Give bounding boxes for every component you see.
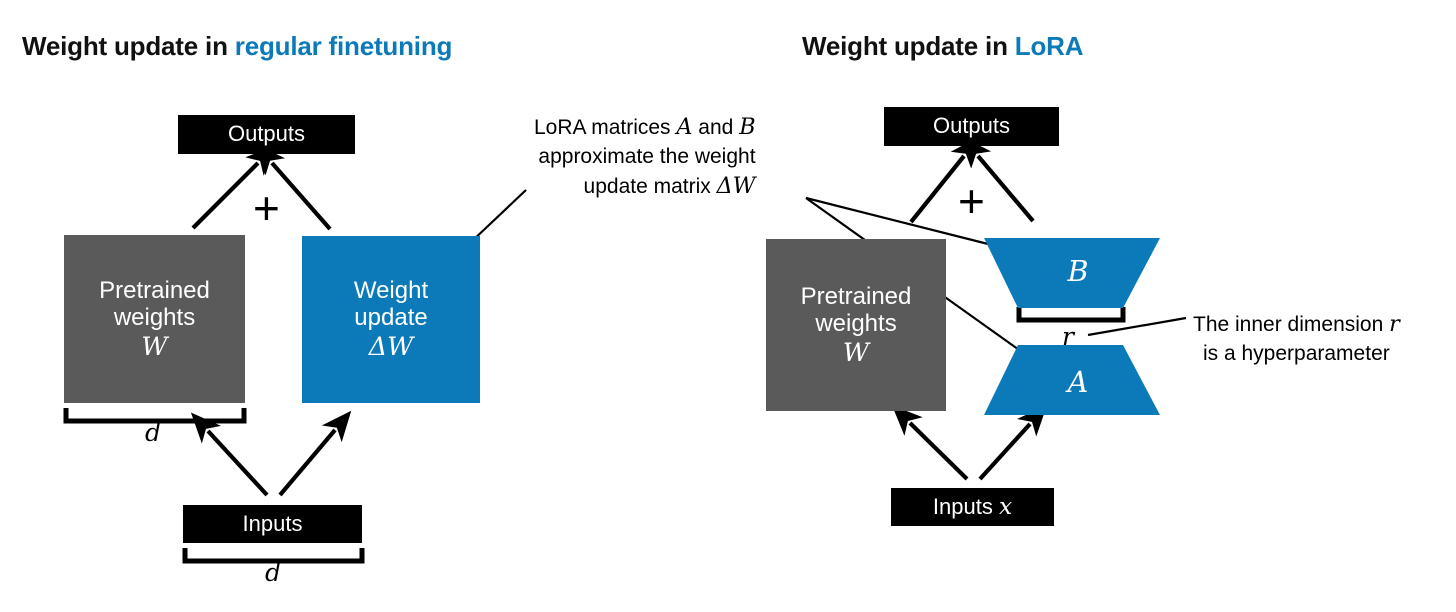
outputs-label-left: Outputs [227, 121, 306, 147]
pretrained-line1-right: Pretrained [800, 282, 912, 310]
inputs-label-left: Inputs [242, 510, 303, 536]
leader-line-rank-note-to-bracket [1087, 316, 1187, 337]
plus-operator-left: + [253, 182, 280, 234]
lora-matrix-b-trapezoid: B [984, 238, 1160, 308]
lora-note-line-1: LoRA matrices A and B [534, 114, 756, 140]
dimension-label-d-weights: d [145, 418, 162, 447]
weight-update-line1: Weight [353, 277, 429, 305]
matrix-a-symbol-inline: A [676, 114, 693, 140]
weight-update-symbol: ΔW [368, 331, 414, 362]
dimension-label-r: r [1062, 322, 1074, 351]
rank-note-annotation: The inner dimension r is a hyperparamete… [1193, 309, 1400, 368]
lora-note-line-2: approximate the weight [538, 144, 756, 168]
left-panel-title: Weight update in regular finetuning [22, 31, 452, 62]
arrow-inputs-to-weightupdate-left [278, 410, 352, 497]
pretrained-line1-left: Pretrained [99, 276, 210, 304]
pretrained-weights-box-right: Pretrained weights W [766, 239, 946, 411]
arrow-matrixb-to-outputs-right [961, 136, 1035, 223]
trapezoid-a-shape [984, 345, 1160, 415]
rank-note-line-1: The inner dimension r [1193, 311, 1400, 337]
pretrained-symbol-right: W [842, 336, 870, 367]
rank-note-line-2: is a hyperparameter [1202, 341, 1390, 365]
bracket-r [1016, 307, 1126, 323]
right-title-accent: LoRA [1014, 31, 1084, 61]
weight-update-line2: update [354, 304, 428, 332]
arrow-weightupdate-to-outputs-left [255, 144, 332, 231]
pretrained-line2-right: weights [815, 309, 897, 337]
matrix-b-symbol-inline: B [739, 114, 756, 140]
right-panel-title: Weight update in LoRA [802, 31, 1084, 62]
left-title-prefix: Weight update in [22, 31, 235, 61]
outputs-label-right: Outputs [932, 113, 1011, 139]
pretrained-symbol-left: W [141, 330, 168, 361]
pretrained-weights-box-left: Pretrained weights W [64, 235, 245, 403]
plus-operator-right: + [958, 175, 985, 227]
arrow-inputs-to-pretrained-right [892, 405, 969, 481]
inputs-label-right: Inputs x [932, 492, 1013, 520]
outputs-box-left: Outputs [178, 115, 355, 154]
weight-update-box-left: Weight update ΔW [302, 236, 480, 403]
outputs-box-right: Outputs [884, 107, 1059, 146]
arrow-inputs-to-pretrained-left [190, 412, 269, 497]
inputs-box-right: Inputs x [891, 488, 1054, 526]
lora-matrix-b-label: B [1067, 254, 1089, 288]
arrow-inputs-to-matrixa-right [978, 405, 1047, 481]
pretrained-line2-left: weights [113, 303, 196, 331]
lora-note-line-3: update matrix ΔW [583, 173, 756, 200]
rank-symbol-inline: r [1389, 311, 1400, 337]
right-title-prefix: Weight update in [802, 31, 1015, 61]
dimension-label-d-inputs: d [265, 558, 282, 587]
lora-note-annotation: LoRA matrices A and B approximate the we… [534, 112, 756, 202]
arrow-pretrained-to-outputs-left [191, 145, 276, 230]
trapezoid-b-shape [984, 238, 1160, 308]
lora-matrix-a-label: A [1067, 365, 1089, 399]
inputs-symbol-x: x [998, 492, 1013, 520]
left-title-accent: regular finetuning [234, 31, 453, 61]
delta-w-symbol-inline: ΔW [716, 173, 756, 200]
arrow-pretrained-to-outputs-right [909, 136, 980, 224]
inputs-box-left: Inputs [183, 505, 362, 543]
lora-matrix-a-trapezoid: A [984, 345, 1160, 415]
